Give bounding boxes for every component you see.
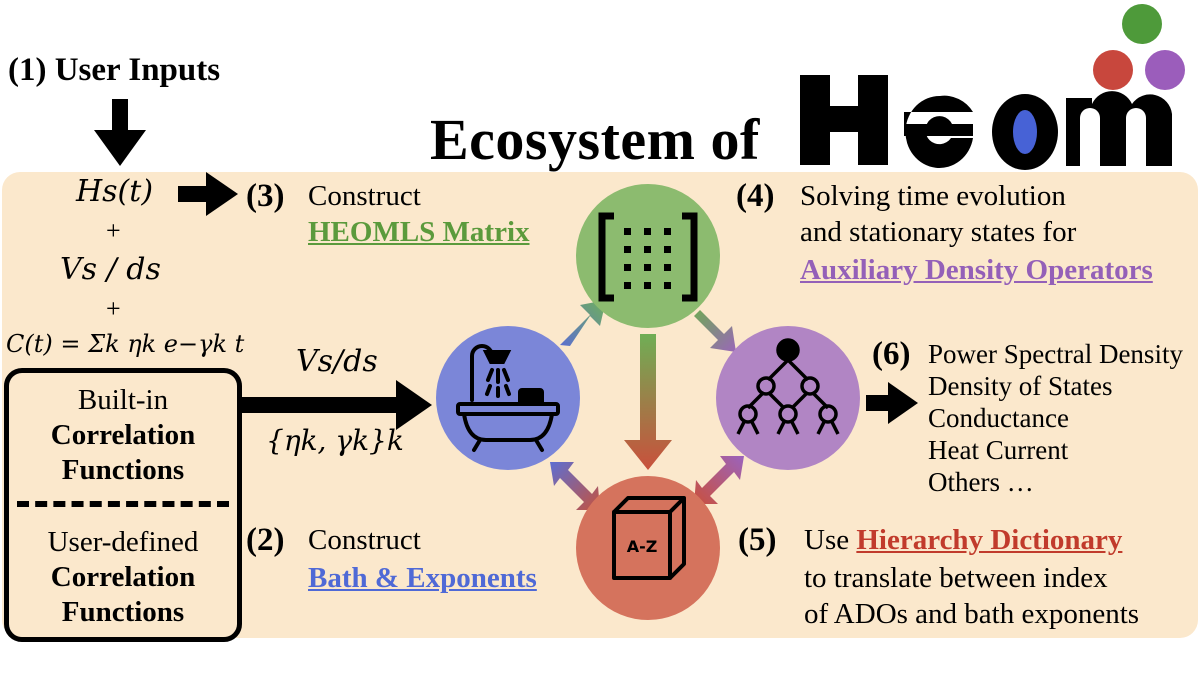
bathtub-icon (456, 344, 560, 452)
arrow-tree-dictionary (694, 456, 744, 504)
arrow-matrix-to-dictionary (624, 334, 672, 470)
step2-number: (2) (246, 522, 285, 558)
step5-line1: Use Hierarchy Dictionary (804, 524, 1122, 556)
matrix-node (576, 184, 720, 328)
output-item: Others … (928, 467, 1034, 497)
dictionary-node: A-Z (576, 476, 720, 620)
step4-number: (4) (736, 178, 775, 214)
a-z-cube-icon (612, 496, 686, 580)
step3-number: (3) (246, 178, 285, 214)
user-functions: Functions (61, 596, 185, 628)
bath-arrow-top-label: Vs/ds (296, 344, 378, 379)
step2-line1: Construct (308, 524, 421, 556)
step5-line3: of ADOs and bath exponents (804, 598, 1140, 630)
heomls-matrix-link[interactable]: HEOMLS Matrix (308, 216, 530, 248)
tree-node (716, 326, 860, 470)
output-item: Density of States (928, 371, 1113, 401)
auxiliary-density-operators-link[interactable]: Auxiliary Density Operators (800, 254, 1153, 286)
correlation-formula: C(t) = Σk ηk e−γk t (6, 330, 245, 358)
dashed-divider (17, 501, 229, 507)
user-correlation: Correlation (50, 561, 196, 593)
arrow-to-bath (240, 380, 432, 430)
user-defined-label: User-defined (47, 526, 199, 558)
builtin-label: Built-in (77, 384, 169, 416)
step5-line2: to translate between index (804, 562, 1108, 594)
output-list: Power Spectral Density Density of States… (928, 338, 1183, 498)
step5-number: (5) (738, 522, 777, 558)
down-arrow (94, 99, 146, 166)
arrow-to-outputs (866, 382, 918, 424)
ecosystem-title: Ecosystem of (430, 107, 760, 172)
bath-node (436, 326, 580, 470)
logo-text: Heom (800, 160, 801, 161)
step4-line1: Solving time evolution (800, 180, 1066, 212)
hierarchy-tree-icon (736, 338, 840, 435)
heom-logo (800, 4, 1185, 170)
bath-exponents-link[interactable]: Bath & Exponents (308, 562, 537, 594)
step3-line1: Construct (308, 180, 421, 212)
cube-label: A-Z (627, 537, 658, 556)
coupling-term: Vs / ds (60, 252, 161, 287)
logo-dot-purple (1145, 50, 1185, 90)
logo-dot-red (1093, 50, 1133, 90)
arrow-bath-dictionary (550, 462, 600, 510)
output-item: Power Spectral Density (928, 339, 1183, 369)
output-item: Heat Current (928, 435, 1069, 465)
arrow-bath-to-matrix (560, 300, 606, 346)
matrix-icon (598, 212, 698, 302)
step1-heading: (1) User Inputs (8, 52, 221, 88)
hamiltonian-term: Hs(t) (76, 174, 154, 209)
bath-arrow-bottom-label: {ηk, γk}k (266, 424, 404, 457)
builtin-correlation: Correlation (50, 419, 196, 451)
step4-line2: and stationary states for (800, 216, 1077, 248)
plus-sign-1: + (106, 216, 121, 245)
correlation-functions-box: Built-in Correlation Functions User-defi… (4, 368, 242, 642)
arrow-matrix-to-tree (694, 310, 736, 352)
logo-dot-green (1122, 4, 1162, 44)
step5-use: Use (804, 524, 857, 556)
arrow-to-step3 (178, 172, 238, 216)
plus-sign-2: + (106, 294, 121, 323)
step6-number: (6) (872, 336, 911, 372)
hierarchy-dictionary-link[interactable]: Hierarchy Dictionary (856, 524, 1123, 556)
builtin-functions: Functions (61, 454, 185, 486)
output-item: Conductance (928, 403, 1069, 433)
